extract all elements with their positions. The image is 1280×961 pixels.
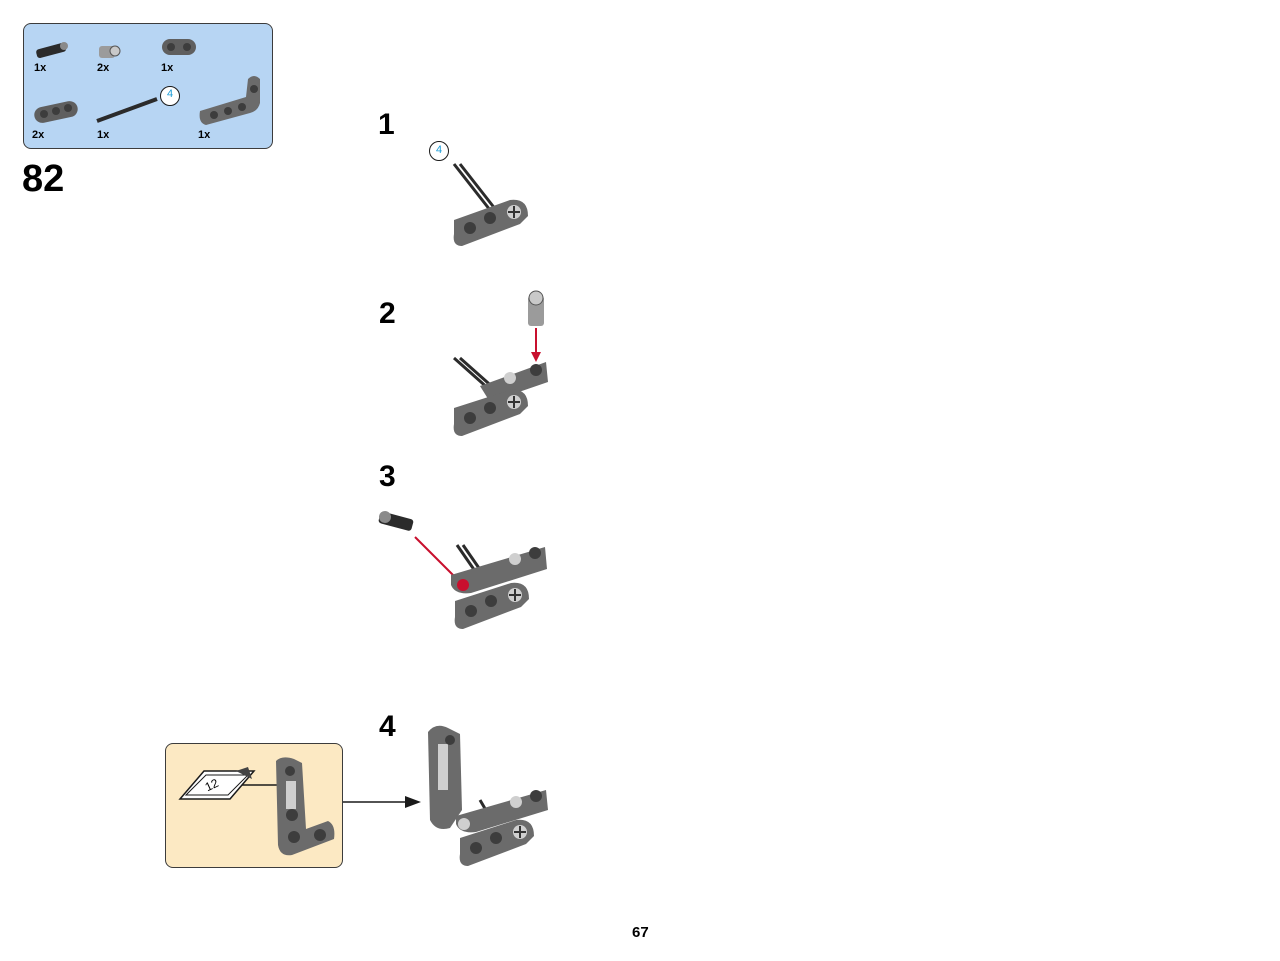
- l-beam-icon: [199, 76, 260, 125]
- length-indicator-circle: [160, 86, 180, 106]
- assembly-step-3-illustration: [378, 511, 547, 629]
- l-beam-with-sticker-illustration: [276, 757, 335, 856]
- assembly-step-2-illustration: [453, 290, 548, 436]
- part-qty: 1x: [161, 62, 174, 74]
- part-qty: 1x: [34, 62, 47, 74]
- part-qty: 2x: [97, 62, 110, 74]
- part-qty: 1x: [198, 129, 211, 141]
- axle-length-label: 4: [435, 144, 443, 156]
- part-qty: 2x: [32, 129, 45, 141]
- bush-icon: [99, 45, 121, 58]
- assembly-step-4-illustration: [428, 725, 548, 866]
- substep-3-label: 3: [379, 460, 396, 493]
- assembly-step-1-illustration: [452, 163, 528, 246]
- page-number: 67: [632, 924, 649, 941]
- length-indicator-circle: [429, 141, 449, 161]
- substep-1-label: 1: [378, 108, 395, 141]
- step-number: 82: [22, 158, 65, 200]
- sticker-callout: [165, 743, 343, 868]
- axle-4-icon: [96, 97, 158, 123]
- sticker-pointer-line: [242, 784, 278, 786]
- connector-pin-icon: [36, 42, 68, 59]
- sticker-icon: [178, 767, 256, 800]
- part-qty: 1x: [97, 129, 110, 141]
- beam-3-icon: [34, 101, 78, 123]
- substep-2-label: 2: [379, 297, 396, 330]
- callout-arrow: [343, 796, 421, 808]
- axle-length-label: 4: [166, 88, 174, 100]
- beam-2-icon: [162, 39, 196, 55]
- substep-4-label: 4: [379, 710, 396, 743]
